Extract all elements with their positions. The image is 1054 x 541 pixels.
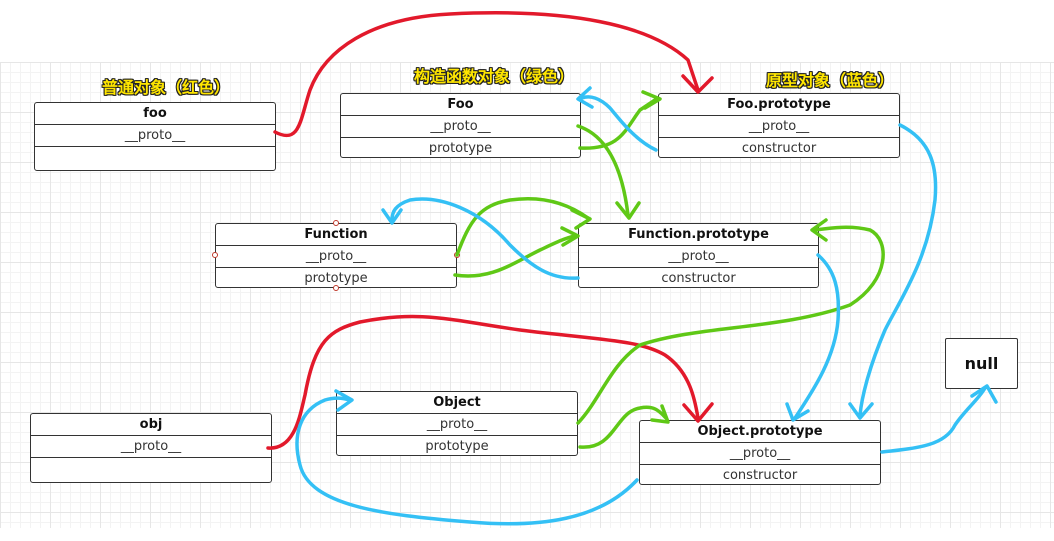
box-foo-proto: __proto__ — [35, 125, 275, 147]
box-Function-prototype-proto: __proto__ — [579, 246, 818, 268]
box-Foo-prototype: prototype — [428, 141, 493, 156]
box-Function-title: Function — [216, 224, 456, 246]
box-obj-empty-row — [31, 458, 271, 482]
box-Foo-prototype-constructor: constructor — [741, 141, 817, 156]
heading-plain-objects: 普通对象（红色） — [102, 78, 231, 97]
box-Function-prototype: prototype — [304, 271, 368, 286]
box-Object-prototype-object[interactable]: Object.prototype __proto__ constructor — [639, 420, 881, 485]
box-Object-prototype-constructor: constructor — [722, 468, 798, 483]
box-Function-prototype-title: Function.prototype — [579, 224, 818, 246]
box-Object-prototype-title: Object.prototype — [640, 421, 880, 443]
selection-handle-right[interactable] — [454, 252, 460, 258]
box-Foo-title: Foo — [341, 94, 580, 116]
box-Function[interactable]: Function __proto__ prototype — [215, 223, 457, 288]
selection-handle-top[interactable] — [333, 220, 339, 226]
box-Foo-prototype-proto: __proto__ — [659, 116, 899, 138]
box-foo-empty-row — [35, 147, 275, 171]
selection-handle-left[interactable] — [212, 252, 218, 258]
box-Object-proto: __proto__ — [337, 414, 577, 436]
box-Object-prototype-proto: __proto__ — [640, 443, 880, 465]
box-Foo-prototype-object[interactable]: Foo.prototype __proto__ constructor — [658, 93, 900, 158]
box-Foo-proto: __proto__ — [341, 116, 580, 138]
box-Foo[interactable]: Foo __proto__ prototype — [340, 93, 581, 158]
box-Object[interactable]: Object __proto__ prototype — [336, 391, 578, 456]
box-Function-prototype-object[interactable]: Function.prototype __proto__ constructor — [578, 223, 819, 288]
box-Foo-prototype-title: Foo.prototype — [659, 94, 899, 116]
box-Function-prototype-constructor: constructor — [661, 271, 736, 286]
box-foo-title: foo — [35, 103, 275, 125]
box-Object-title: Object — [337, 392, 577, 414]
box-foo[interactable]: foo __proto__ — [34, 102, 276, 171]
heading-constructor-objects: 构造函数对象（绿色） — [414, 67, 575, 86]
box-obj-proto: __proto__ — [31, 436, 271, 458]
box-Object-prototype: prototype — [425, 439, 489, 454]
box-obj-title: obj — [31, 414, 271, 436]
box-null[interactable]: null — [945, 338, 1018, 389]
box-obj[interactable]: obj __proto__ — [30, 413, 272, 483]
heading-prototype-objects: 原型对象（蓝色） — [766, 71, 895, 90]
selection-handle-bottom[interactable] — [333, 285, 339, 291]
box-Function-proto: __proto__ — [216, 246, 456, 268]
